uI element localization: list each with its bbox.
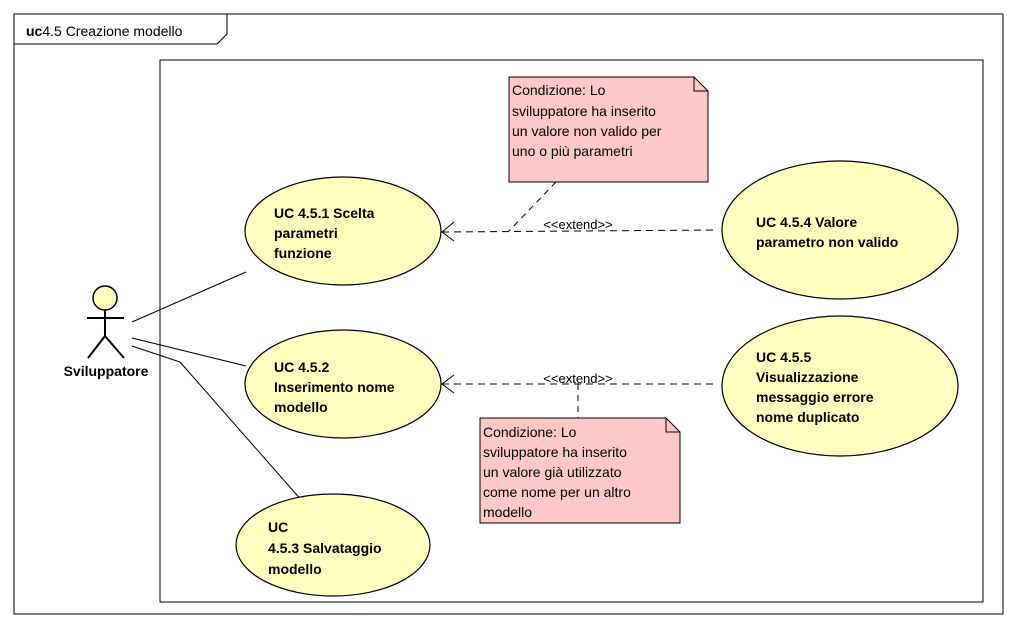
usecase-4-5-5[interactable] bbox=[721, 315, 959, 457]
association-uc452 bbox=[131, 337, 247, 367]
usecase-4-5-4-label: UC 4.5.4 Valore parametro non valido bbox=[756, 214, 898, 250]
arrowhead-extend-1 bbox=[441, 221, 455, 242]
usecase-4-5-2[interactable] bbox=[244, 329, 442, 439]
actor-name: Sviluppatore bbox=[64, 363, 149, 379]
usecase-4-5-1[interactable] bbox=[244, 176, 442, 286]
note1-anchor bbox=[507, 181, 557, 233]
extend-label-1: <<extend>> bbox=[543, 217, 612, 232]
extend-label-2: <<extend>> bbox=[543, 371, 612, 386]
actor-sviluppatore[interactable] bbox=[87, 285, 125, 359]
usecase-4-5-3-label: UC 4.5.3 Salvataggio modello bbox=[268, 519, 386, 577]
usecase-4-5-2-label: UC 4.5.2 Inserimento nome modello bbox=[274, 359, 398, 415]
frame-title: 4.5 Creazione modello bbox=[42, 23, 182, 39]
note-1-text: Condizione: Lo sviluppatore ha inserito … bbox=[512, 82, 665, 159]
frame-tab bbox=[13, 13, 228, 45]
association-uc453 bbox=[131, 345, 181, 363]
usecase-4-5-4[interactable] bbox=[721, 160, 959, 300]
actor-associations bbox=[131, 271, 304, 503]
extend-relation-1 bbox=[441, 221, 719, 242]
note-2[interactable] bbox=[479, 417, 681, 524]
association-uc451 bbox=[131, 271, 247, 323]
usecase-4-5-3[interactable] bbox=[235, 493, 431, 597]
extend-relation-2 bbox=[441, 374, 718, 394]
frame-keyword: uc bbox=[26, 23, 43, 39]
usecase-4-5-5-label: UC 4.5.5 Visualizzazione messaggio error… bbox=[756, 349, 877, 425]
note-1[interactable] bbox=[508, 76, 709, 183]
note-2-text: Condizione: Lo sviluppatore ha inserito … bbox=[483, 424, 635, 520]
association-uc453-b bbox=[179, 361, 304, 503]
actor-head bbox=[92, 285, 118, 311]
svg-text:uc4.5 Creazione modello: uc4.5 Creazione modello bbox=[26, 23, 183, 39]
usecase-4-5-1-label: UC 4.5.1 Scelta parametri funzione bbox=[274, 205, 378, 261]
arrowhead-extend-2 bbox=[441, 374, 455, 394]
